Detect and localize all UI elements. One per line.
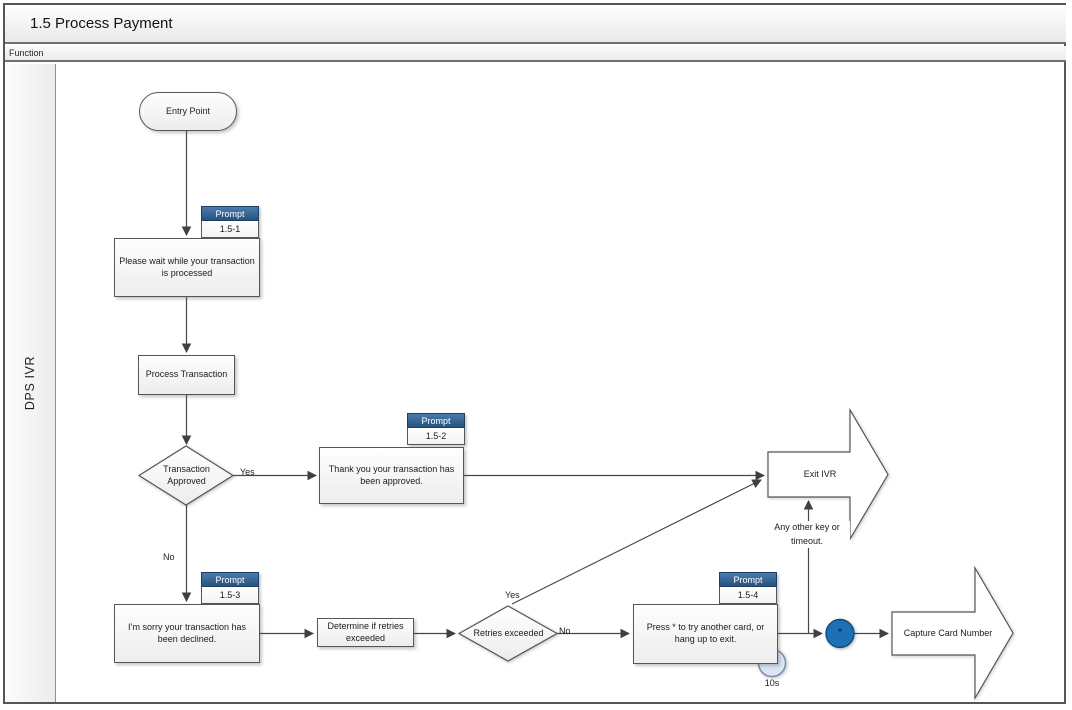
prompt1-text: Please wait while your transaction is pr…	[119, 255, 255, 278]
diagram-frame	[3, 3, 1066, 704]
exit-ivr-arrow-shape	[767, 407, 889, 542]
timer-label: 10s	[764, 678, 780, 688]
decision-transaction-approved-label: Transaction Approved	[163, 463, 210, 486]
determine-retries-node: Determine if retries exceeded	[317, 618, 414, 647]
connector-circle	[825, 618, 855, 649]
decision-retries-exceeded-label: Retries exceeded	[473, 627, 544, 638]
connector-circle-symbol: *	[838, 627, 842, 638]
function-band: Function	[5, 46, 1066, 62]
entry-point-node: Entry Point	[139, 92, 237, 131]
prompt1-node: Please wait while your transaction is pr…	[114, 238, 260, 297]
prompt4-text: Press * to try another card, or hang up …	[646, 622, 765, 644]
prompt3-node: I’m sorry your transaction has been decl…	[114, 604, 260, 663]
prompt3-tab: Prompt 1.5-3	[201, 572, 259, 604]
prompt1-tab-id: 1.5-1	[201, 221, 259, 238]
edge-label-any-key-timeout: Any other key or timeout.	[764, 521, 850, 548]
prompt2-tab-id: 1.5-2	[407, 428, 465, 445]
prompt2-tab-header: Prompt	[407, 413, 465, 428]
process-transaction-label: Process Transaction	[145, 369, 228, 380]
determine-retries-label: Determine if retries exceeded	[327, 620, 404, 643]
exit-ivr-label: Exit IVR	[803, 468, 837, 479]
edge-label-approved-yes: Yes	[240, 467, 255, 477]
function-band-label: Function	[9, 48, 44, 58]
prompt2-text: Thank you your transaction has been appr…	[328, 463, 455, 486]
entry-point-label: Entry Point	[165, 105, 211, 116]
prompt4-tab-id: 1.5-4	[719, 587, 777, 604]
prompt4-node: Press * to try another card, or hang up …	[633, 604, 778, 664]
capture-card-number-label: Capture Card Number	[903, 627, 993, 638]
prompt3-tab-id: 1.5-3	[201, 587, 259, 604]
prompt2-node: Thank you your transaction has been appr…	[319, 447, 464, 504]
page-title: 1.5 Process Payment	[30, 15, 173, 32]
edge-label-retries-no: No	[559, 626, 571, 636]
edge-decision2-yes-diagonal	[511, 479, 762, 605]
decision-retries-exceeded-shape	[457, 605, 559, 662]
swimlane-header: DPS IVR	[5, 64, 56, 702]
diagram-title-band: 1.5 Process Payment	[5, 5, 1066, 44]
prompt3-text: I’m sorry your transaction has been decl…	[127, 621, 247, 644]
decision-transaction-approved-shape	[137, 445, 235, 506]
prompt1-tab: Prompt 1.5-1	[201, 206, 259, 238]
capture-card-arrow-shape	[891, 565, 1014, 701]
prompt2-tab: Prompt 1.5-2	[407, 413, 465, 445]
prompt4-tab-header: Prompt	[719, 572, 777, 587]
edge-label-approved-no: No	[163, 552, 175, 562]
prompt3-tab-header: Prompt	[201, 572, 259, 587]
edge-label-retries-yes: Yes	[505, 590, 520, 600]
flow-connectors	[181, 131, 890, 639]
process-transaction-node: Process Transaction	[138, 355, 235, 395]
prompt1-tab-header: Prompt	[201, 206, 259, 221]
prompt4-tab: Prompt 1.5-4	[719, 572, 777, 604]
